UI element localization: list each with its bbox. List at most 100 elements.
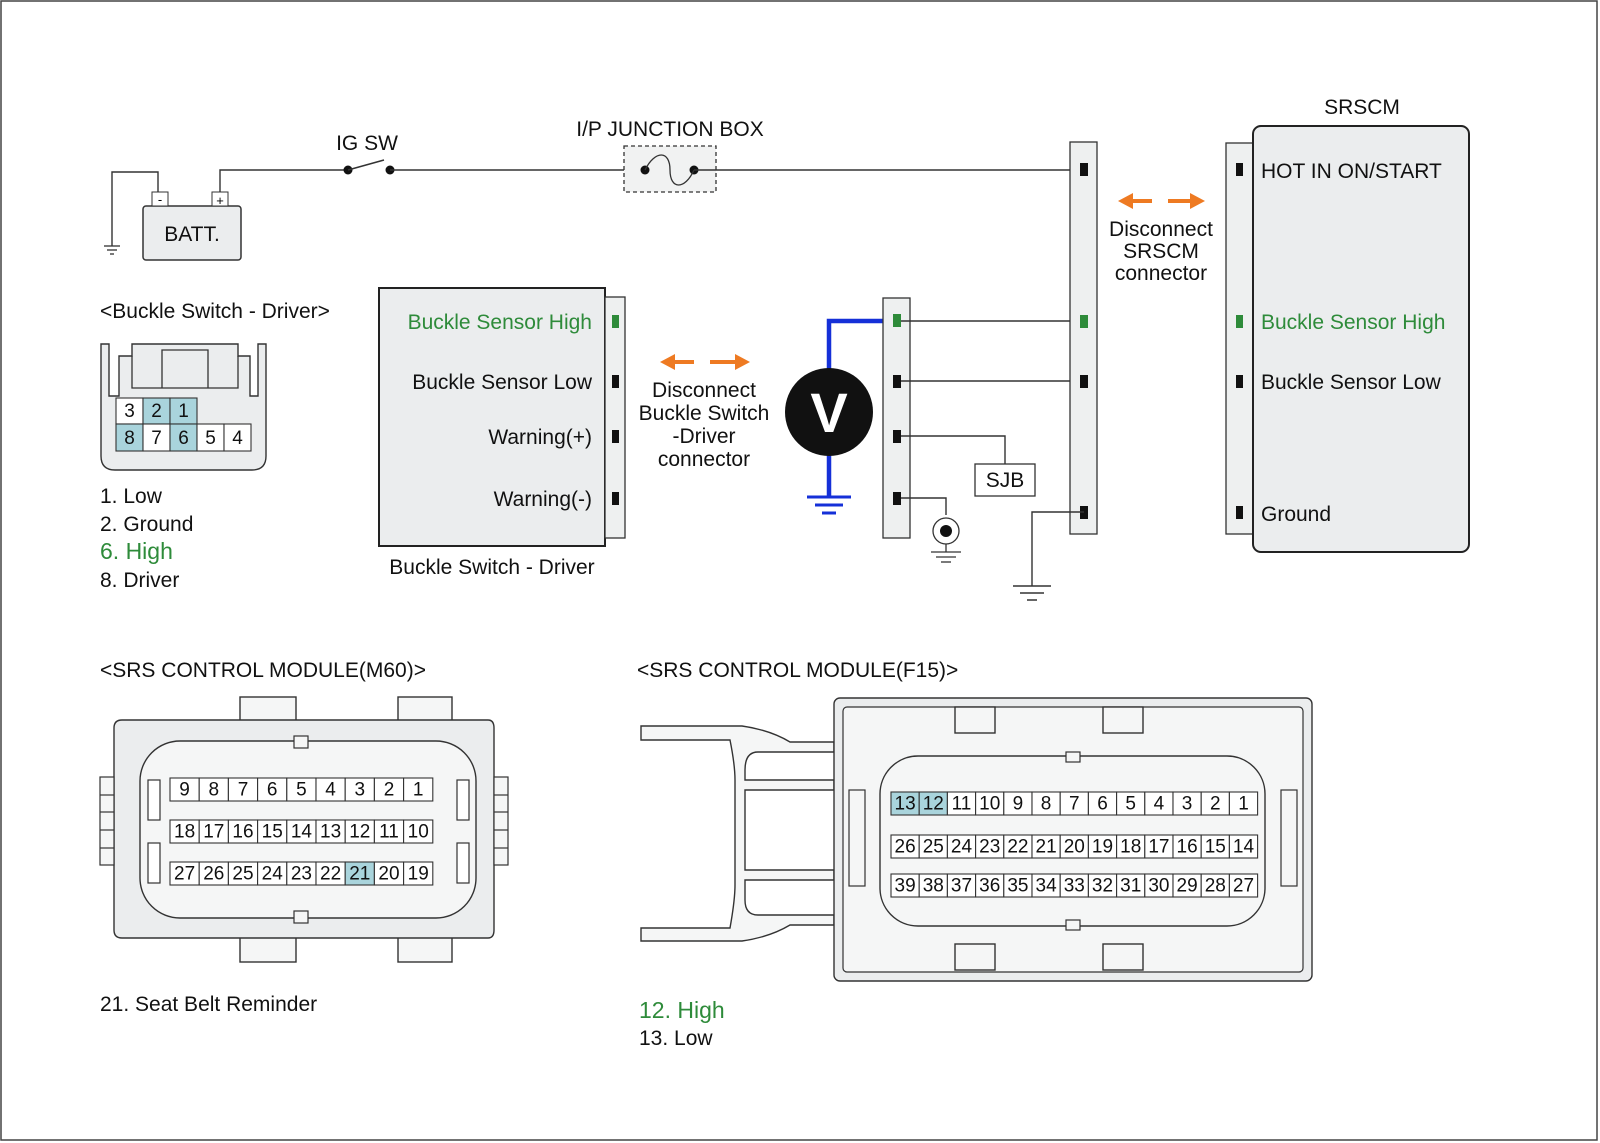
disconnect-buckle-note: Disconnect Buckle Switch -Driver connect… (639, 354, 770, 471)
m60-pin-1: 1 (413, 779, 424, 800)
f15-rail (640, 725, 835, 942)
f15-pin-33: 33 (1064, 875, 1085, 896)
f15-pin-8: 8 (1041, 793, 1052, 814)
f15-pin-1: 1 (1238, 793, 1249, 814)
probe-ground-symbol (807, 495, 851, 515)
m60-pin-9: 9 (179, 779, 190, 800)
f15-pin-27-cell (1228, 873, 1259, 898)
m60-pin-19-cell (403, 861, 434, 886)
buckle-pin-2: 2 (151, 401, 162, 422)
srscm-harness (1013, 141, 1098, 601)
m60-pin-7: 7 (238, 779, 249, 800)
f15-pin-22: 22 (1007, 836, 1028, 857)
buckle-legend-item: 1. Low (100, 485, 163, 508)
f15-pin-26: 26 (895, 836, 916, 857)
m60-pin-10: 10 (408, 821, 429, 842)
f15-pin-35: 35 (1007, 875, 1028, 896)
buckle-pin-8-cell (115, 423, 144, 452)
buckle-connector-title: <Buckle Switch - Driver> (100, 300, 330, 323)
m60-pin-11: 11 (379, 821, 399, 842)
f15-pin-19: 19 (1092, 836, 1113, 857)
buckle-module-pin-label: Warning(-) (494, 488, 592, 511)
m60-pin-3: 3 (355, 779, 366, 800)
buckle-switch-pin-bar (604, 296, 626, 539)
pin-marker (1236, 315, 1243, 328)
power-circuit: - + BATT. IG SW I/P JUNCTION BOX (104, 118, 1083, 261)
f15-pin-28: 28 (1205, 875, 1226, 896)
f15-pin-7: 7 (1069, 793, 1080, 814)
f15-legend: 12. High 13. Low (639, 997, 725, 1050)
pin-marker (893, 375, 901, 388)
voltmeter: V (785, 318, 893, 515)
f15-legend-item: 12. High (639, 997, 725, 1023)
f15-pin-20: 20 (1064, 836, 1085, 857)
sjb-label: SJB (986, 469, 1025, 492)
disconnect-buckle-line3: -Driver (673, 425, 736, 448)
m60-pin-6: 6 (267, 779, 278, 800)
f15-pin-16: 16 (1177, 836, 1198, 857)
f15-pin-32: 32 (1092, 875, 1113, 896)
f15-pin-5: 5 (1125, 793, 1136, 814)
f15-pin-13: 13 (895, 793, 916, 814)
pin-marker (612, 375, 619, 388)
srscm-title: SRSCM (1324, 96, 1400, 119)
f15-pin-18: 18 (1120, 836, 1141, 857)
srscm-harness-bar (1069, 141, 1098, 535)
fuse-element (644, 154, 695, 186)
pin-marker (893, 314, 901, 327)
f15-legend-item: 13. Low (639, 1027, 713, 1050)
disconnect-buckle-line2: Buckle Switch (639, 402, 770, 425)
srscm-pin-bar (1225, 142, 1254, 535)
ig-sw-label: IG SW (336, 132, 398, 155)
disconnect-srscm-note: Disconnect SRSCM connector (1109, 193, 1213, 285)
battery-minus-terminal (151, 191, 169, 207)
f15-pin-38: 38 (923, 875, 944, 896)
buckle-pin-4-cell (223, 423, 252, 452)
f15-pin-10: 10 (979, 793, 1000, 814)
f15-pin-21: 21 (1036, 836, 1057, 857)
f15-pin-9: 9 (1013, 793, 1024, 814)
buckle-pin-8: 8 (124, 428, 135, 449)
f15-pin-25: 25 (923, 836, 944, 857)
pin-marker (893, 492, 901, 505)
pin-marker (612, 315, 619, 328)
buckle-module-pin-label: Warning(+) (488, 426, 592, 449)
m60-pin-21: 21 (349, 863, 370, 884)
f15-pin-2: 2 (1210, 793, 1221, 814)
m60-title: <SRS CONTROL MODULE(M60)> (100, 659, 426, 682)
buckle-switch-caption: Buckle Switch - Driver (389, 556, 594, 579)
disconnect-srscm-line3: connector (1115, 262, 1207, 285)
buckle-switch-module-box (378, 287, 606, 547)
pin-marker (1080, 163, 1088, 176)
ground-symbol (104, 245, 120, 255)
f15-pin-3: 3 (1182, 793, 1193, 814)
m60-pin-16: 16 (232, 821, 253, 842)
buckle-pin-7-cell (142, 423, 171, 452)
buckle-connector-latch (131, 349, 239, 389)
m60-pin-25: 25 (232, 863, 253, 884)
disconnect-srscm-line2: SRSCM (1123, 240, 1199, 263)
junction-box-label: I/P JUNCTION BOX (576, 118, 763, 141)
f15-pin-34: 34 (1036, 875, 1058, 896)
m60-pin-26: 26 (203, 863, 224, 884)
buckle-module-pin-label: Buckle Sensor Low (412, 371, 593, 394)
battery-label: BATT. (164, 223, 220, 246)
f15-title: <SRS CONTROL MODULE(F15)> (637, 659, 958, 682)
srscm-pin-label: Buckle Sensor Low (1261, 371, 1442, 394)
pin-marker (1236, 163, 1243, 176)
voltmeter-symbol: V (810, 381, 847, 444)
battery-minus-sign: - (158, 192, 162, 207)
m60-pin-17: 17 (203, 821, 224, 842)
f15-pin-6: 6 (1097, 793, 1108, 814)
buckle-legend-item: 2. Ground (100, 513, 193, 536)
pin-marker (893, 430, 901, 443)
intermediate-connector: SJB (882, 297, 1080, 563)
ig-switch-blade (347, 159, 385, 171)
m60-pin-15: 15 (262, 821, 283, 842)
